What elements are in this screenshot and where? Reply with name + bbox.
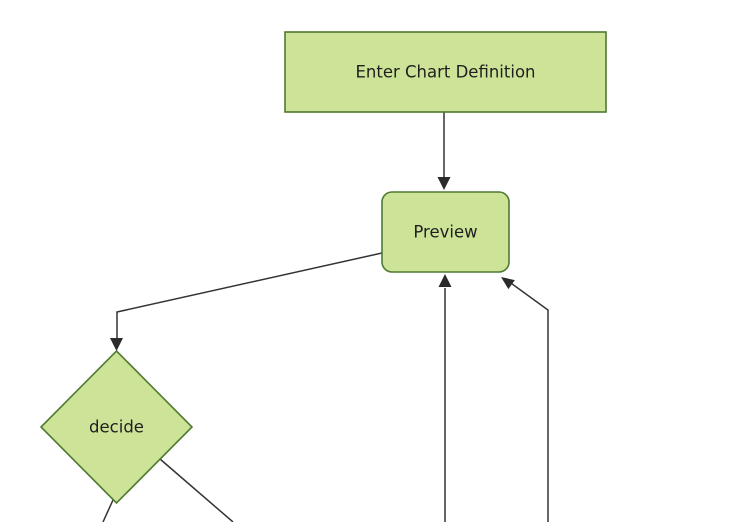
enter-chart-definition-shape (284, 31, 607, 113)
preview-label: Preview (413, 223, 477, 242)
edge-preview-to-decide (116, 252, 383, 338)
arrowhead-bottomright-to-preview (501, 277, 515, 290)
preview-shape (381, 191, 510, 273)
arrowhead-bottom-to-preview (438, 274, 452, 287)
enter-chart-definition-label: Enter Chart Definition (355, 63, 535, 82)
edge-decide-to-offscreen-left (102, 499, 114, 522)
edge-group (102, 112, 549, 522)
edge-bottomright-to-preview (507, 280, 549, 522)
decide-shape (39, 349, 194, 505)
node-preview: Preview (381, 191, 510, 273)
arrowhead-preview-to-decide (110, 338, 123, 351)
node-enter-chart-definition: Enter Chart Definition (284, 31, 607, 113)
decide-label: decide (89, 418, 144, 437)
edge-decide-to-offscreen-right (159, 458, 234, 522)
arrowhead-enter-to-preview (437, 177, 451, 190)
node-decide: decide (39, 349, 194, 505)
